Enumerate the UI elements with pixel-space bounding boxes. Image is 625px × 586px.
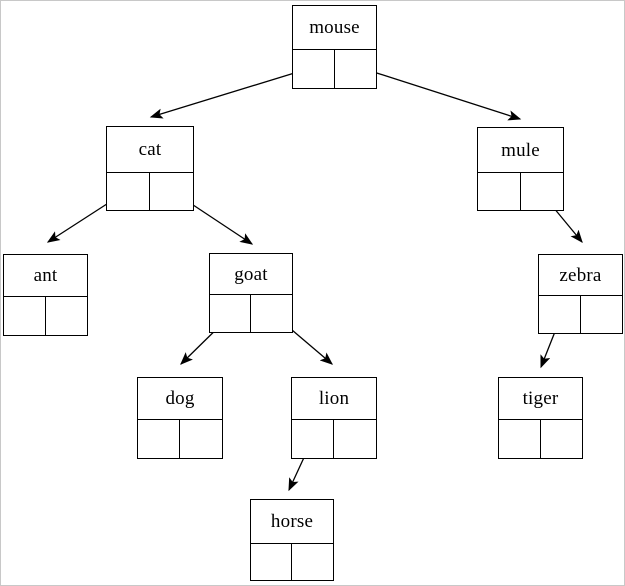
tree-node-dog[interactable]: dog (137, 377, 223, 459)
tree-node-ant[interactable]: ant (3, 254, 88, 336)
node-left-pointer-tiger[interactable] (499, 420, 541, 458)
node-pointers-dog (138, 419, 222, 458)
node-left-pointer-dog[interactable] (138, 420, 180, 458)
node-label-zebra: zebra (559, 264, 602, 286)
node-left-pointer-horse[interactable] (251, 544, 292, 580)
node-label-cat: cat (138, 139, 162, 160)
node-pointers-mule (478, 172, 563, 210)
tree-node-lion[interactable]: lion (291, 377, 377, 459)
node-right-pointer-goat[interactable] (251, 295, 292, 332)
node-right-pointer-lion[interactable] (334, 420, 376, 458)
tree-node-zebra[interactable]: zebra (538, 254, 623, 334)
tree-node-horse[interactable]: horse (250, 499, 334, 581)
node-label-dog: dog (165, 388, 195, 409)
node-label-ant: ant (33, 265, 58, 286)
tree-edge-mouse-to-cat (149, 66, 315, 119)
node-pointers-tiger (499, 419, 582, 458)
node-label-mule: mule (501, 139, 540, 161)
node-right-pointer-ant[interactable] (46, 297, 88, 335)
node-right-pointer-tiger[interactable] (541, 420, 583, 458)
node-pointers-lion (292, 419, 376, 458)
node-pointers-zebra (539, 295, 622, 333)
node-right-pointer-dog[interactable] (180, 420, 222, 458)
node-right-pointer-zebra[interactable] (581, 296, 623, 333)
node-label-lion: lion (318, 388, 350, 409)
node-label-horse: horse (270, 511, 314, 532)
node-pointers-horse (251, 543, 333, 580)
node-pointers-cat (107, 172, 193, 210)
tree-node-tiger[interactable]: tiger (498, 377, 583, 459)
node-right-pointer-cat[interactable] (150, 173, 193, 210)
tree-node-mouse[interactable]: mouse (292, 5, 377, 89)
node-left-pointer-lion[interactable] (292, 420, 334, 458)
node-pointers-ant (4, 296, 87, 335)
node-label-goat: goat (234, 263, 268, 285)
node-pointers-goat (210, 294, 292, 332)
tree-node-mule[interactable]: mule (477, 127, 564, 211)
node-left-pointer-cat[interactable] (107, 173, 150, 210)
node-pointers-mouse (293, 49, 376, 88)
tree-edge-mouse-to-mule (354, 65, 522, 121)
node-label-tiger: tiger (522, 388, 559, 409)
node-left-pointer-mule[interactable] (478, 173, 521, 210)
tree-node-cat[interactable]: cat (106, 126, 194, 211)
node-label-mouse: mouse (309, 17, 360, 38)
tree-node-goat[interactable]: goat (209, 253, 293, 333)
node-left-pointer-mouse[interactable] (293, 50, 335, 88)
node-right-pointer-mule[interactable] (521, 173, 564, 210)
node-left-pointer-goat[interactable] (210, 295, 251, 332)
node-right-pointer-mouse[interactable] (335, 50, 377, 88)
node-right-pointer-horse[interactable] (292, 544, 333, 580)
node-left-pointer-ant[interactable] (4, 297, 46, 335)
node-left-pointer-zebra[interactable] (539, 296, 581, 333)
